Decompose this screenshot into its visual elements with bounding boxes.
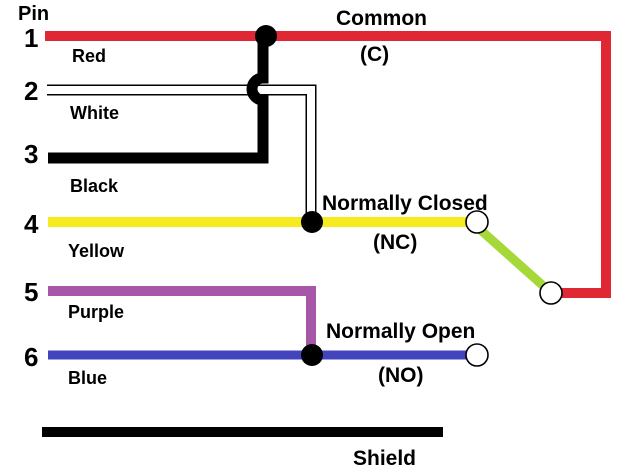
pin-number-5: 5 <box>24 277 38 307</box>
wire-label-red: Red <box>72 46 106 66</box>
junction-dot-purple-blue <box>301 344 323 366</box>
white-wire <box>47 86 315 218</box>
wire-label-black: Black <box>70 176 119 196</box>
black-wire <box>48 36 269 164</box>
junction-dot-white-yellow <box>301 211 323 233</box>
pin-number-2: 2 <box>24 76 38 106</box>
red-common-wire <box>45 31 611 298</box>
common-pivot-terminal-circle <box>539 281 563 305</box>
normally-open-label: Normally Open <box>326 320 475 343</box>
pin-number-4: 4 <box>24 209 39 239</box>
normally-closed-abbr: (NC) <box>373 231 417 254</box>
switch-blade <box>472 221 552 295</box>
shield-label: Shield <box>353 447 416 470</box>
normally-closed-label: Normally Closed <box>322 192 488 215</box>
pin-number-3: 3 <box>24 139 38 169</box>
pin-number-6: 6 <box>24 342 38 372</box>
normally-open-abbr: (NO) <box>378 364 424 387</box>
no-terminal-circle <box>465 343 489 367</box>
wire-label-yellow: Yellow <box>68 241 125 261</box>
common-abbr: (C) <box>360 43 389 66</box>
pin-number-1: 1 <box>24 23 38 53</box>
purple-wire <box>48 286 316 352</box>
pin-column-header: Pin <box>18 3 49 25</box>
wire-label-blue: Blue <box>68 368 107 388</box>
nc-terminal-circle <box>465 210 489 234</box>
wire-label-white: White <box>70 103 119 123</box>
junction-dot-red-black <box>255 25 277 47</box>
common-label: Common <box>336 7 427 30</box>
wire-label-purple: Purple <box>68 302 124 322</box>
